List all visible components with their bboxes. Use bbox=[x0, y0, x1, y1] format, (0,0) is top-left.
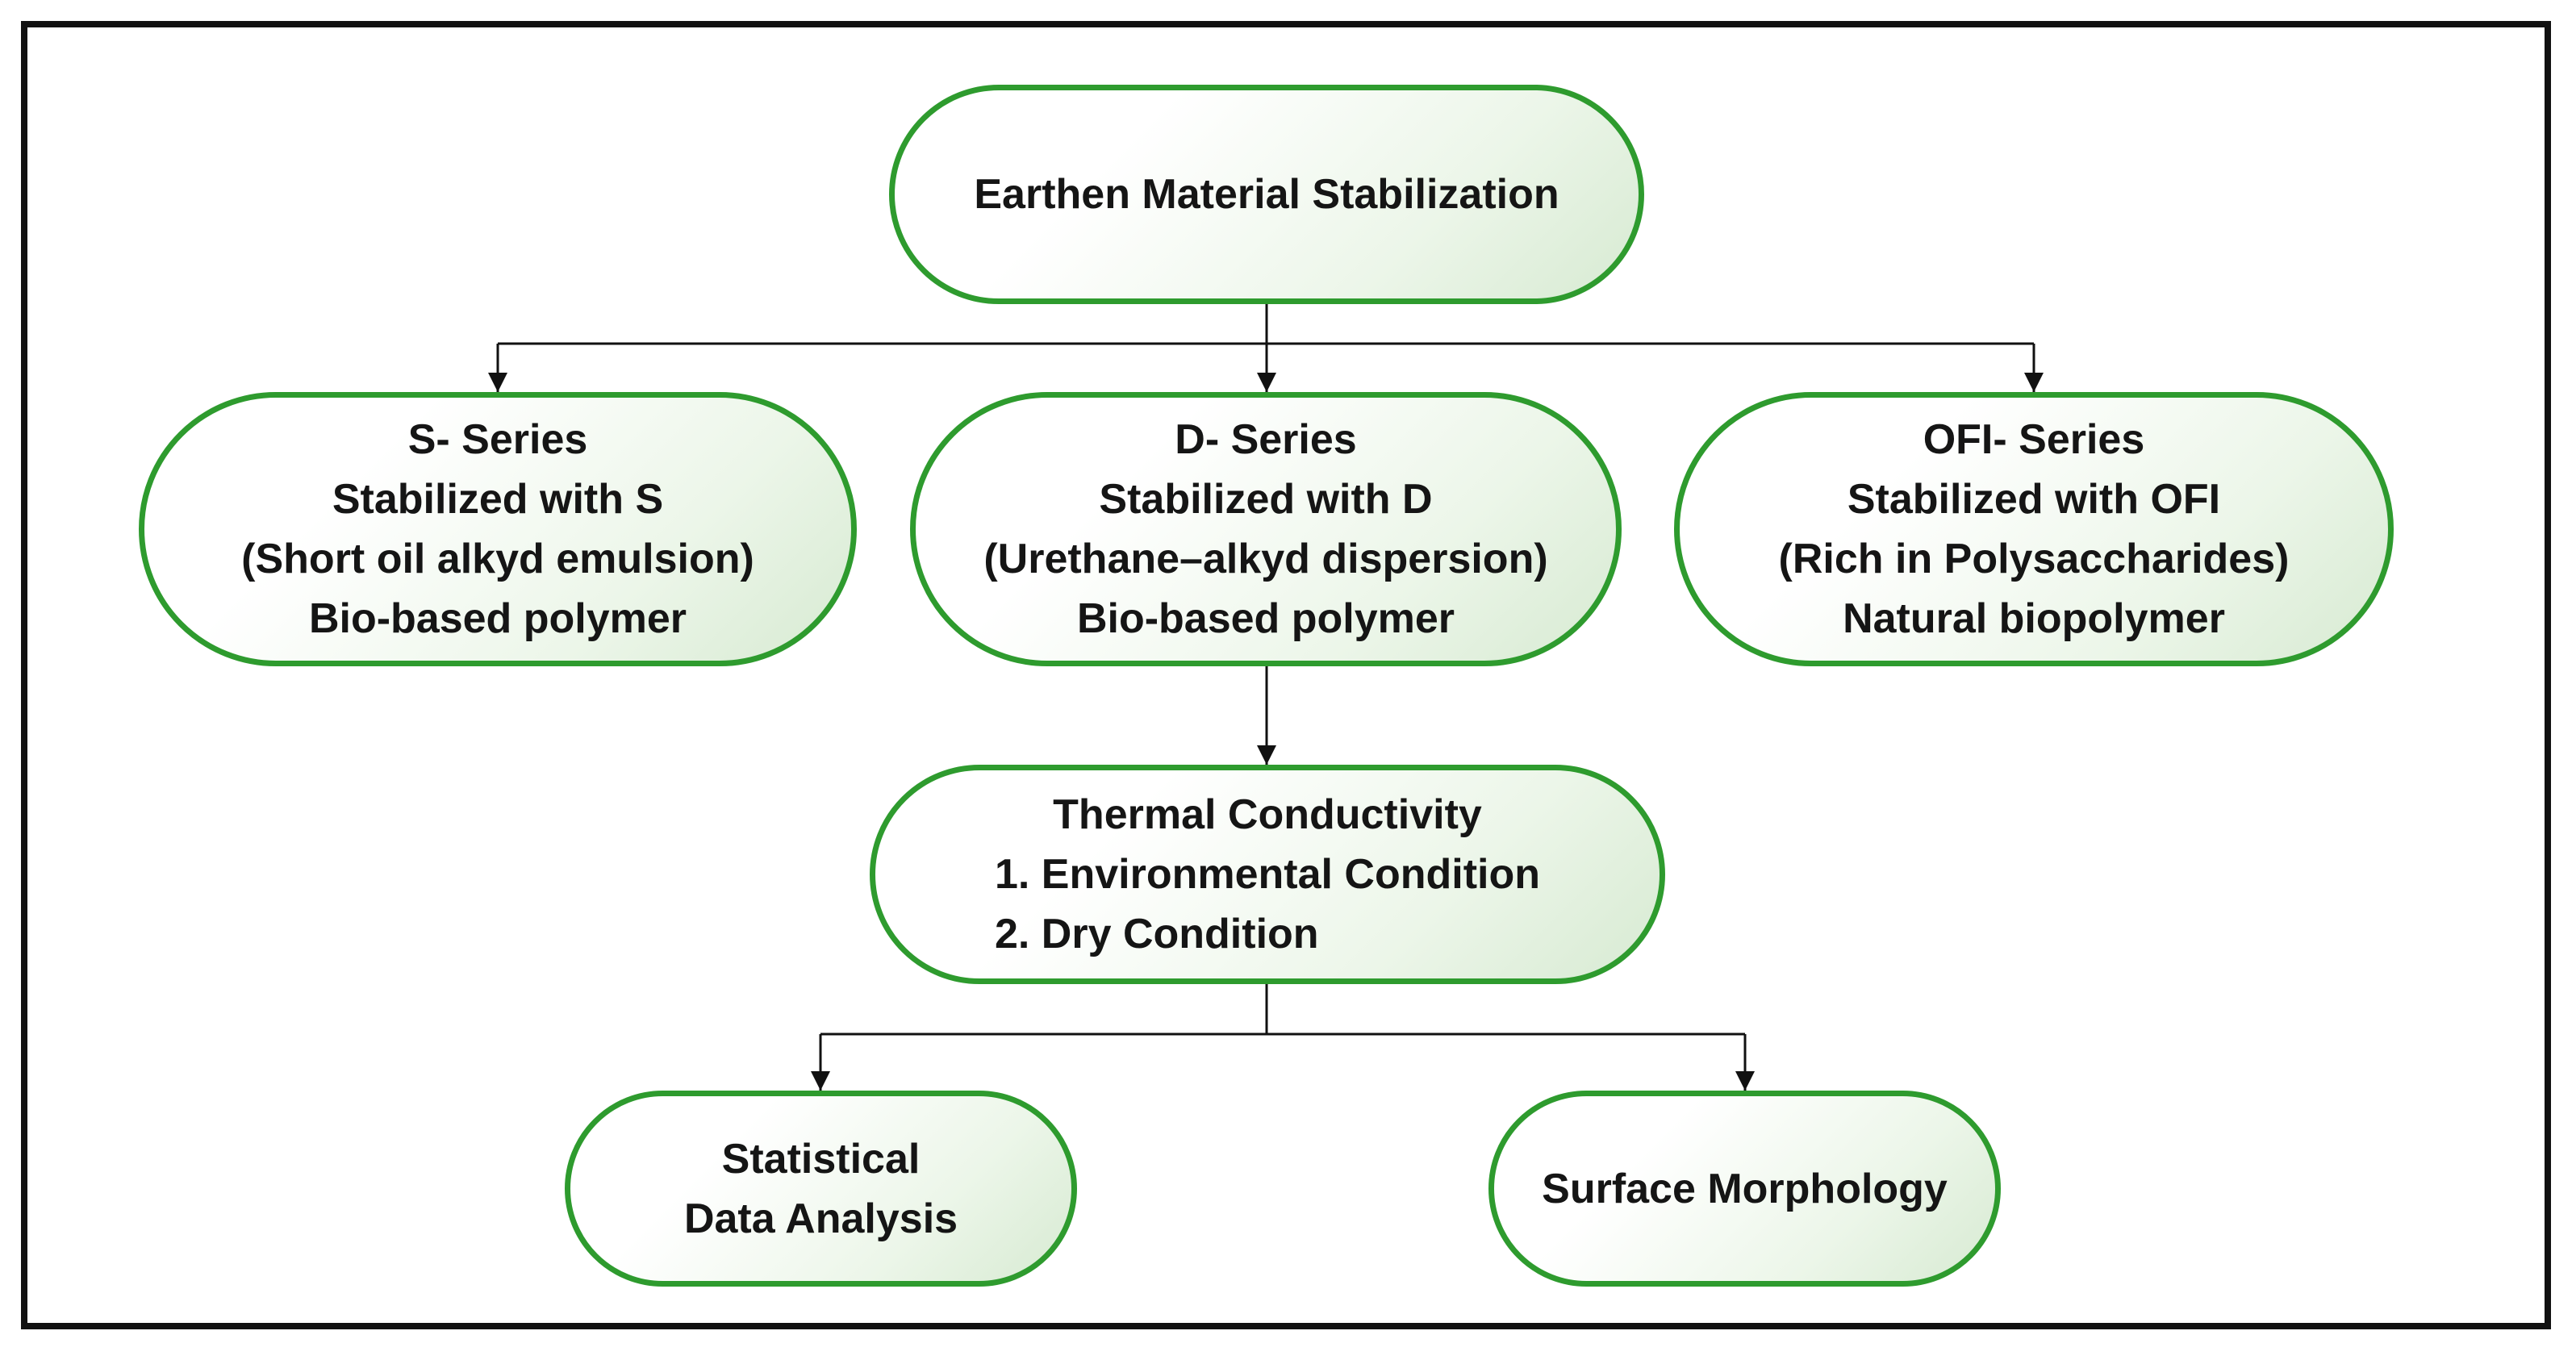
s-series-description: (Short oil alkyd emulsion) bbox=[241, 536, 754, 582]
ofi-series-description: (Rich in Polysaccharides) bbox=[1778, 536, 2290, 582]
d-series-description: (Urethane–alkyd dispersion) bbox=[983, 536, 1548, 582]
node-thermal-conductivity: Thermal Conductivity 1. Environmental Co… bbox=[870, 765, 1665, 984]
arrowhead-surface bbox=[1735, 1071, 1755, 1091]
thermal-item-environmental: 1. Environmental Condition bbox=[994, 851, 1541, 898]
arrowhead-d-series bbox=[1257, 373, 1276, 392]
thermal-item-dry: 2. Dry Condition bbox=[994, 911, 1319, 957]
thermal-title: Thermal Conductivity bbox=[1053, 791, 1482, 838]
arrowhead-s-series bbox=[488, 373, 507, 392]
statistical-line-2: Data Analysis bbox=[683, 1195, 958, 1242]
node-ofi-series: OFI- Series Stabilized with OFI (Rich in… bbox=[1674, 392, 2394, 666]
s-series-title: S- Series bbox=[407, 416, 588, 463]
node-earthen-material-stabilization: Earthen Material Stabilization bbox=[889, 85, 1644, 304]
node-surface-morphology: Surface Morphology bbox=[1488, 1091, 2001, 1287]
arrowhead-ofi-series bbox=[2024, 373, 2044, 392]
node-label: Earthen Material Stabilization bbox=[974, 171, 1559, 218]
d-series-title: D- Series bbox=[1175, 416, 1357, 463]
s-series-stabilizer: Stabilized with S bbox=[332, 476, 664, 523]
surface-morphology-label: Surface Morphology bbox=[1542, 1165, 1948, 1212]
s-series-polymer-type: Bio-based polymer bbox=[308, 595, 687, 642]
arrowhead-statistical bbox=[811, 1071, 830, 1091]
d-series-polymer-type: Bio-based polymer bbox=[1076, 595, 1455, 642]
statistical-line-1: Statistical bbox=[721, 1135, 921, 1183]
node-s-series: S- Series Stabilized with S (Short oil a… bbox=[139, 392, 857, 666]
d-series-stabilizer: Stabilized with D bbox=[1099, 476, 1433, 523]
arrowhead-thermal bbox=[1257, 745, 1276, 765]
ofi-series-title: OFI- Series bbox=[1923, 416, 2145, 463]
node-d-series: D- Series Stabilized with D (Urethane–al… bbox=[910, 392, 1622, 666]
ofi-series-stabilizer: Stabilized with OFI bbox=[1847, 476, 2221, 523]
ofi-series-polymer-type: Natural biopolymer bbox=[1843, 595, 2225, 642]
node-statistical-data-analysis: Statistical Data Analysis bbox=[565, 1091, 1077, 1287]
